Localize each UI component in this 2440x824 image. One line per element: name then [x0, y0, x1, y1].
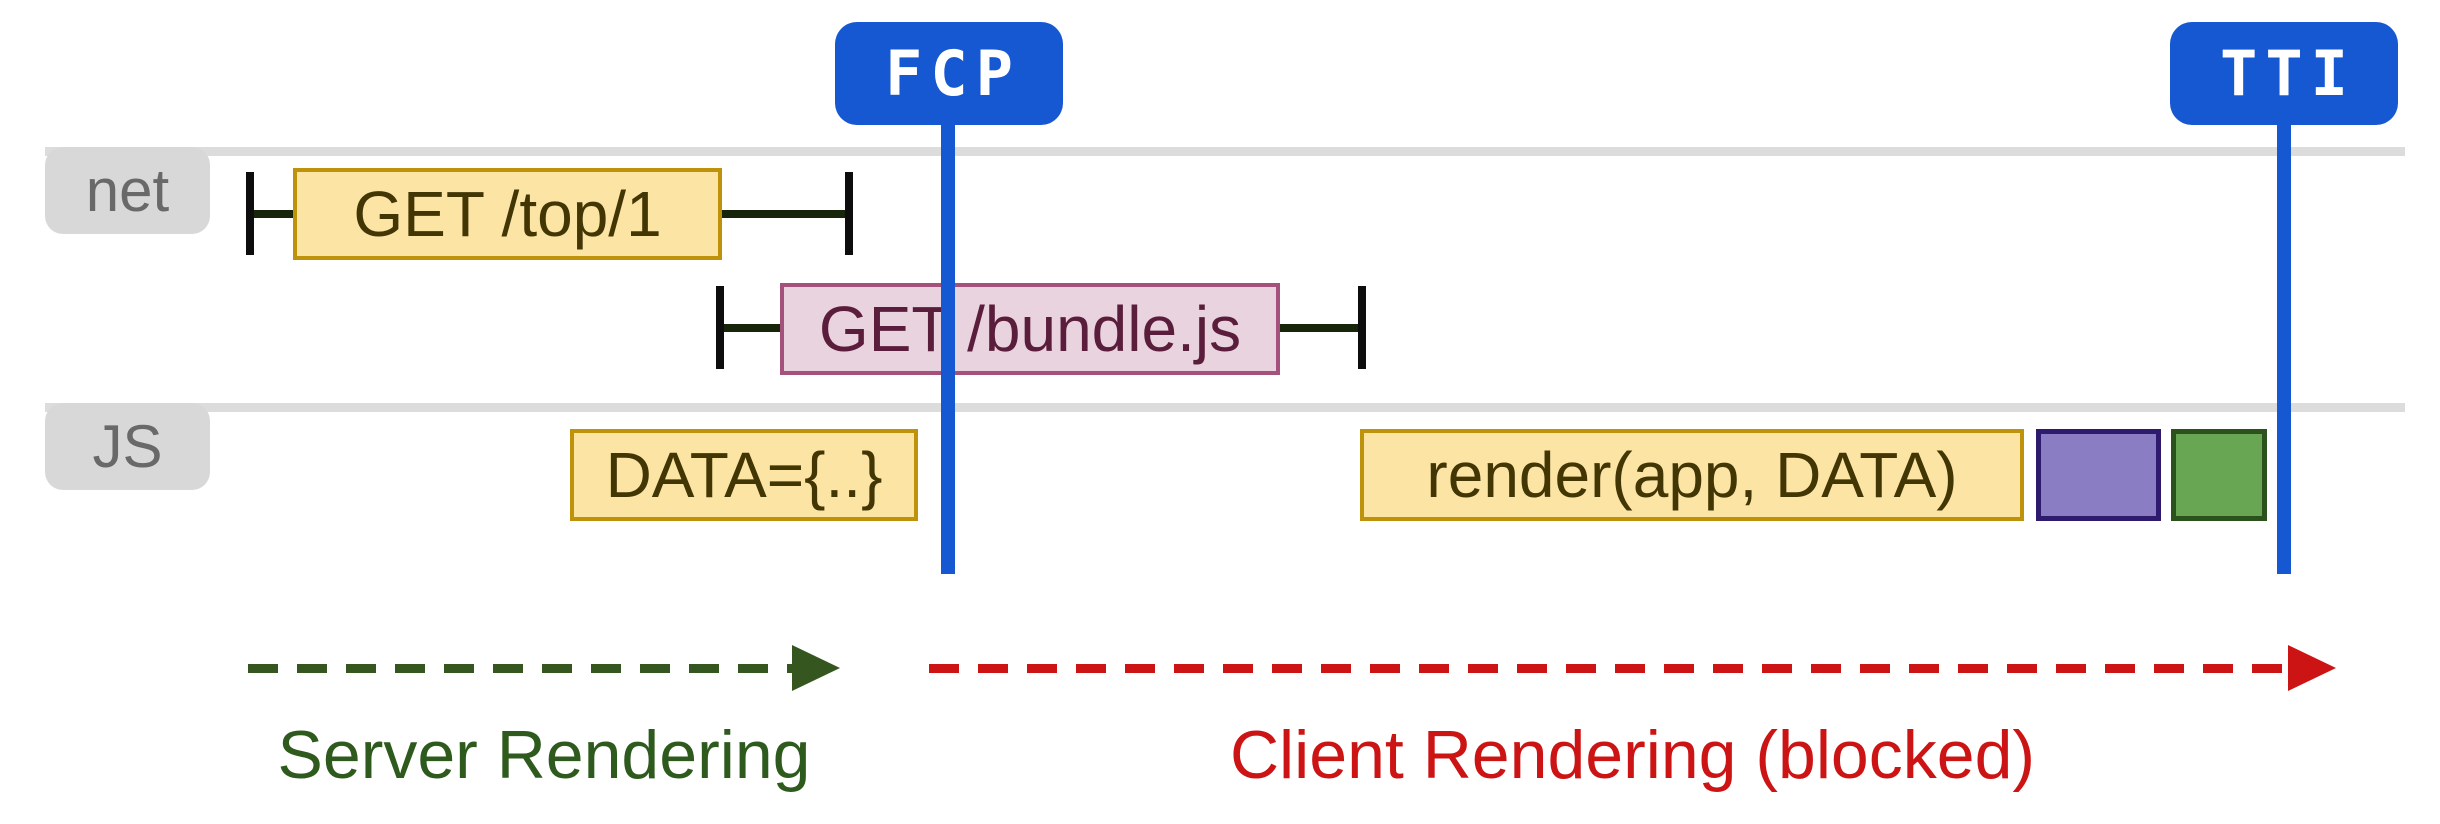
- js-lane-line: [45, 403, 2405, 412]
- server-rendering-label: Server Rendering: [277, 717, 811, 793]
- js-task-green-block: [2171, 429, 2267, 521]
- tti-marker-line: [2277, 125, 2291, 574]
- get-top-start-tick: [246, 172, 254, 255]
- get-bundle-end-line: [1280, 324, 1358, 332]
- event-render-call-box: render(app, DATA): [1360, 429, 2024, 521]
- get-bundle-end-tick: [1358, 286, 1366, 369]
- client-arrowhead-icon: [2288, 645, 2336, 691]
- fcp-marker-line: [941, 125, 955, 574]
- get-top-end-tick: [845, 172, 853, 255]
- net-lane-label: net: [45, 147, 210, 234]
- event-data-parse-box: DATA={..}: [570, 429, 918, 521]
- tti-badge: TTI: [2170, 22, 2398, 125]
- event-get-top-box: GET /top/1: [293, 168, 722, 260]
- server-rendering-arrow: [248, 664, 793, 673]
- get-top-end-line: [722, 210, 845, 218]
- fcp-badge: FCP: [835, 22, 1063, 125]
- event-get-bundle-box: GET /bundle.js: [780, 283, 1280, 375]
- get-bundle-start-line: [724, 324, 780, 332]
- server-arrowhead-icon: [792, 645, 840, 691]
- get-bundle-start-tick: [716, 286, 724, 369]
- get-top-start-line: [254, 210, 293, 218]
- client-rendering-arrow: [929, 664, 2289, 673]
- net-lane-line: [45, 147, 2405, 156]
- js-lane-label: JS: [45, 403, 210, 490]
- js-task-purple-block: [2036, 429, 2161, 521]
- client-rendering-label: Client Rendering (blocked): [1229, 717, 2036, 793]
